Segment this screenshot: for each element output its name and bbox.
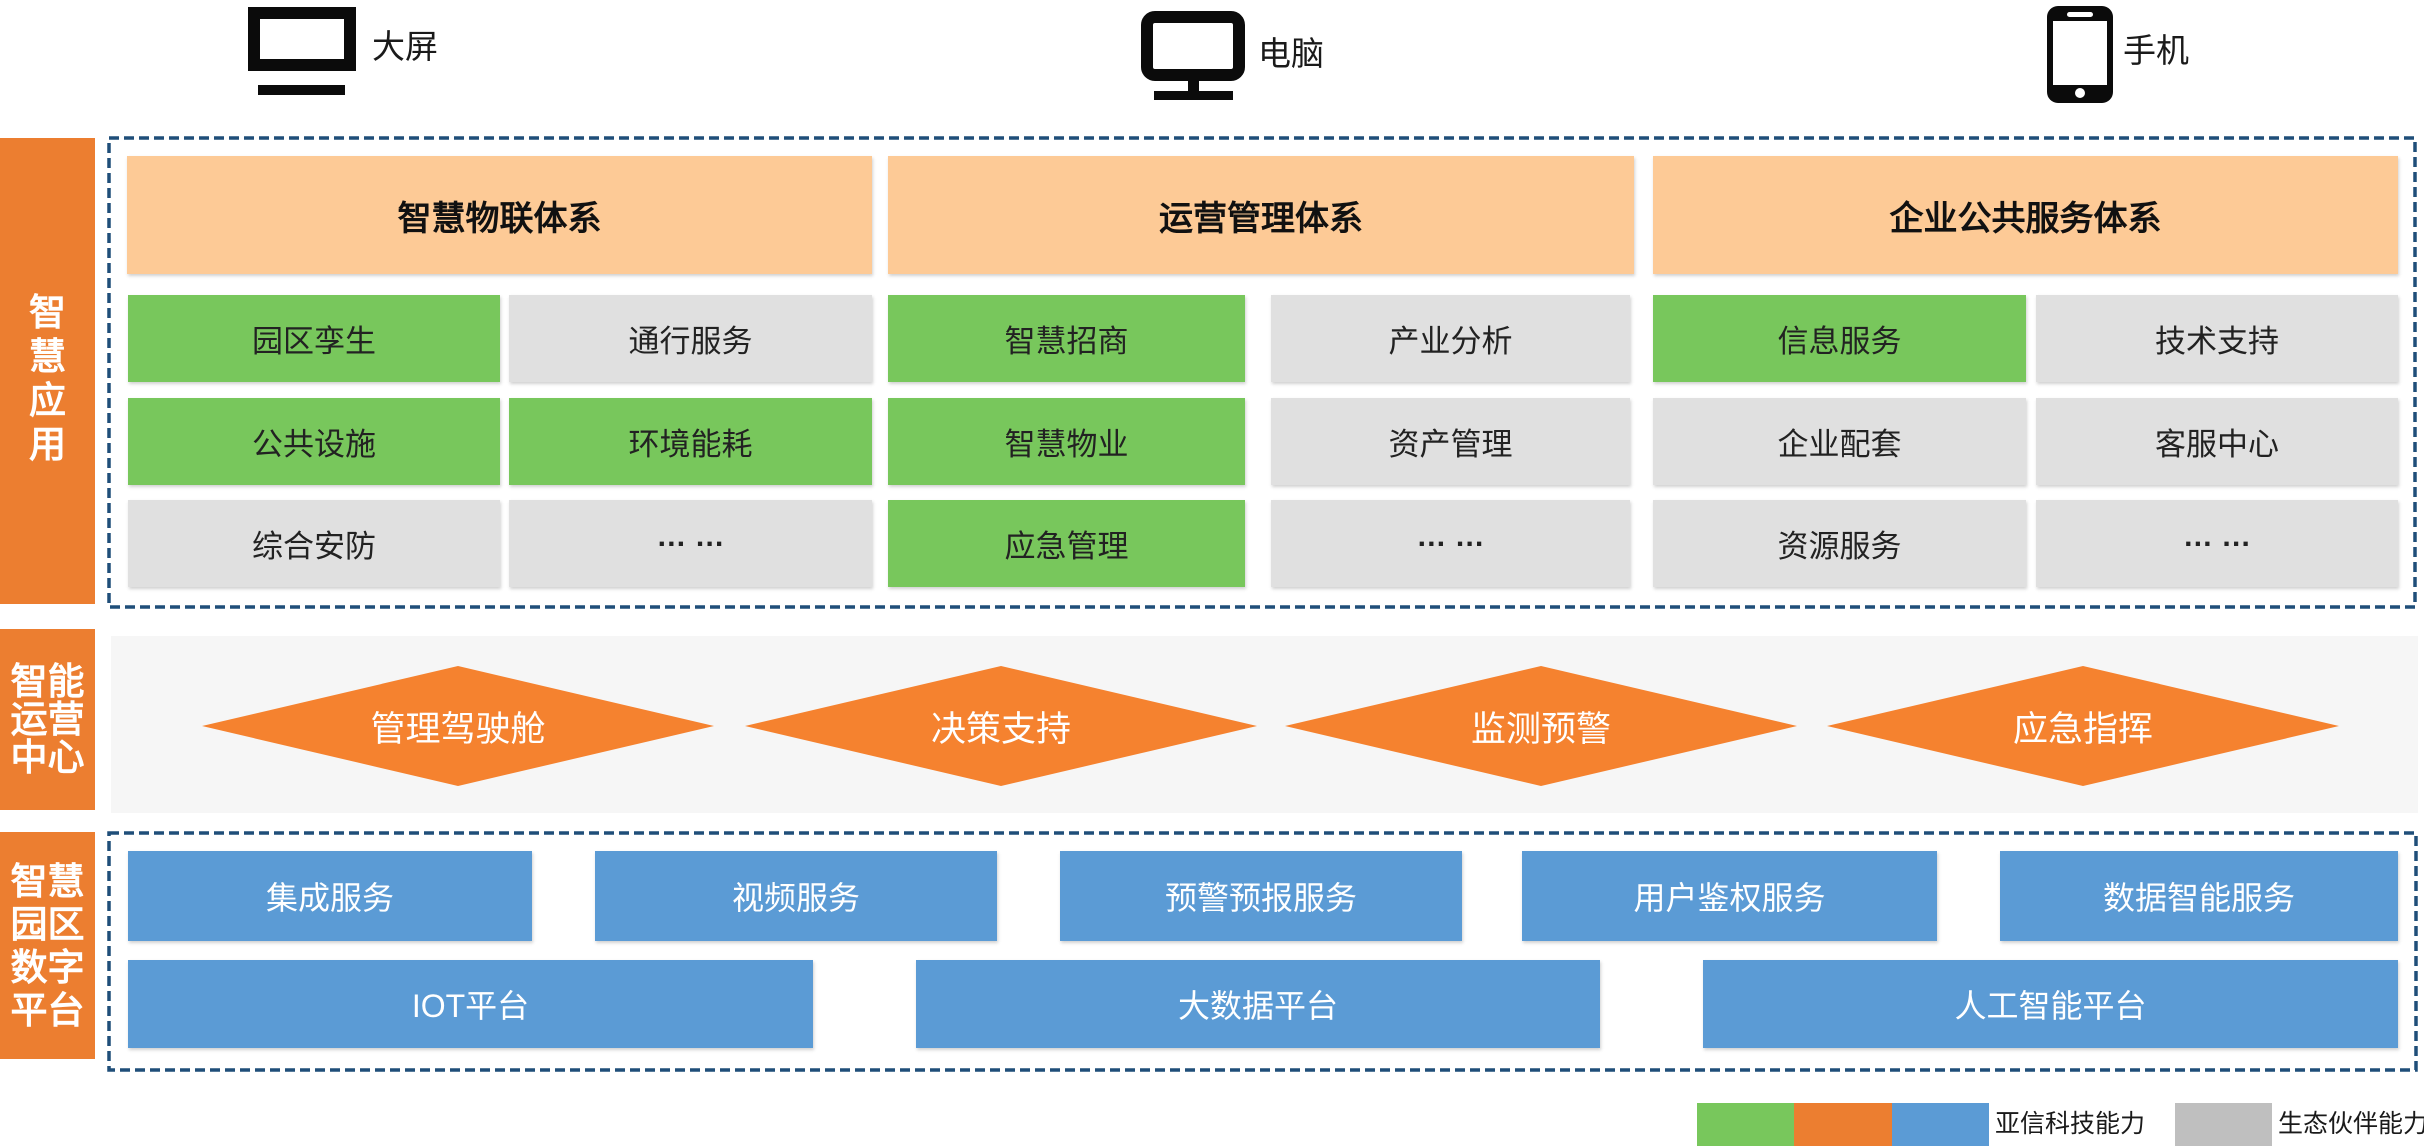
- sidebar-line: 慧: [29, 336, 66, 377]
- app-cell: 客服中心: [2036, 398, 2398, 485]
- phone-icon-screen: [2053, 21, 2107, 85]
- large-screen-label: 大屏: [372, 28, 438, 65]
- group-header-iot-system: 智慧物联体系: [127, 156, 872, 274]
- ellipsis-text: … …: [1416, 519, 1485, 553]
- sidebar-layer-digital-platform: 智慧 园区 数字 平台: [0, 832, 95, 1059]
- ellipsis-text: … …: [2182, 519, 2252, 553]
- legend-label-partner-capability: 生态伙伴能力: [2278, 1110, 2424, 1138]
- app-cell: 智慧物业: [888, 398, 1245, 485]
- computer-label: 电脑: [1258, 35, 1324, 72]
- legend-label-asiainfo-capability: 亚信科技能力: [1995, 1110, 2146, 1138]
- platform-box: 大数据平台: [916, 960, 1600, 1048]
- app-cell: 园区孪生: [128, 295, 500, 382]
- app-cell-ellipsis: … …: [1271, 500, 1630, 587]
- ellipsis-text: … …: [656, 519, 725, 553]
- platform-box: 人工智能平台: [1703, 960, 2398, 1048]
- service-box: 集成服务: [128, 851, 532, 941]
- app-cell-ellipsis: … …: [2036, 500, 2398, 587]
- large-screen-icon-base: [258, 85, 345, 95]
- legend-swatch-orange: [1794, 1103, 1892, 1146]
- service-box: 数据智能服务: [2000, 851, 2398, 941]
- app-cell: 公共设施: [128, 398, 500, 485]
- sidebar-layer-operations-center: 智能 运营 中心: [0, 629, 95, 810]
- sidebar-line: 数字: [10, 946, 85, 988]
- legend-swatch-gray: [2175, 1103, 2272, 1146]
- sidebar-line: 中心: [10, 736, 85, 778]
- group-header-enterprise-public-service-system: 企业公共服务体系: [1653, 156, 2398, 274]
- computer-icon-screen: [1141, 11, 1245, 81]
- phone-label: 手机: [2123, 32, 2189, 69]
- platform-box: IOT平台: [128, 960, 813, 1048]
- sidebar-line: 平台: [10, 989, 85, 1031]
- app-cell: 环境能耗: [509, 398, 872, 485]
- app-cell: 资源服务: [1653, 500, 2026, 587]
- app-cell: 信息服务: [1653, 295, 2026, 382]
- app-cell-ellipsis: … …: [509, 500, 872, 587]
- sidebar-line: 运营: [10, 698, 85, 740]
- large-screen-icon-screen: [248, 7, 356, 71]
- group-header-operation-management-system: 运营管理体系: [888, 156, 1634, 274]
- app-cell: 应急管理: [888, 500, 1245, 587]
- sidebar-line: 智慧: [10, 860, 85, 902]
- app-cell: 通行服务: [509, 295, 872, 382]
- sidebar-line: 应: [29, 380, 66, 421]
- computer-icon-neck: [1188, 80, 1199, 92]
- phone-icon-speaker: [2067, 12, 2093, 17]
- legend-swatch-green: [1697, 1103, 1794, 1146]
- phone-icon-home-button: [2075, 88, 2085, 98]
- app-cell: 智慧招商: [888, 295, 1245, 382]
- sidebar-layer-smart-applications: 智 慧 应 用: [0, 138, 95, 604]
- sidebar-line: 智: [29, 292, 66, 333]
- app-cell: 资产管理: [1271, 398, 1630, 485]
- service-box: 用户鉴权服务: [1522, 851, 1937, 941]
- computer-icon-base: [1154, 91, 1233, 100]
- legend-swatch-blue: [1892, 1103, 1989, 1146]
- sidebar-line: 园区: [10, 903, 85, 945]
- service-box: 视频服务: [595, 851, 997, 941]
- service-box: 预警预报服务: [1060, 851, 1462, 941]
- app-cell: 技术支持: [2036, 295, 2398, 382]
- sidebar-line: 用: [29, 424, 66, 465]
- app-cell: 企业配套: [1653, 398, 2026, 485]
- app-cell: 产业分析: [1271, 295, 1630, 382]
- sidebar-line: 智能: [10, 660, 85, 702]
- app-cell: 综合安防: [128, 500, 500, 587]
